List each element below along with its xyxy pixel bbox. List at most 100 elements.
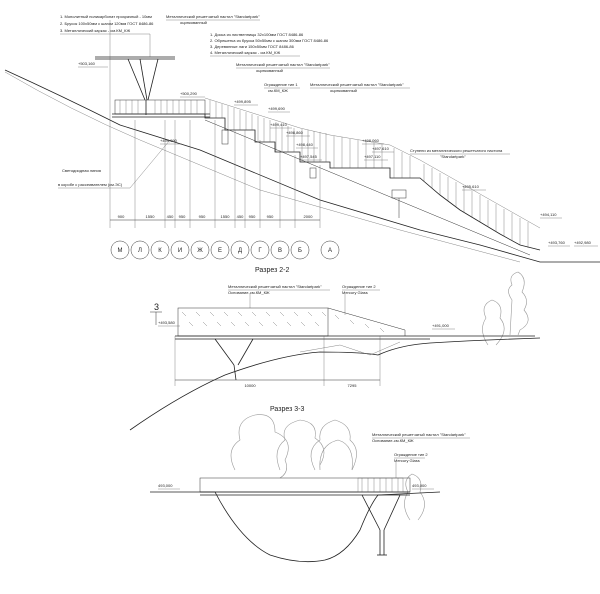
dim-6: 1550 bbox=[221, 214, 231, 219]
svg-text:2. Обрешетка из бруска 50х50мм: 2. Обрешетка из бруска 50х50мм с шагом 3… bbox=[210, 38, 329, 43]
elevation: +499,895 bbox=[234, 99, 252, 104]
axis-bubble: Г bbox=[250, 240, 270, 260]
axis-bubble: М bbox=[110, 240, 130, 260]
svg-text:Г: Г bbox=[258, 248, 262, 254]
svg-text:В: В bbox=[278, 248, 282, 254]
railing-note-top: Металлический решетчатый настил "Standar… bbox=[166, 14, 260, 19]
ground-line bbox=[4, 69, 600, 263]
svg-text:Mercury Glass: Mercury Glass bbox=[394, 458, 420, 463]
support-posts bbox=[221, 129, 407, 218]
fence-type2-note: Ограждение тип 2 bbox=[342, 284, 376, 289]
dim-1: 900 bbox=[118, 214, 125, 219]
svg-text:Основание-см.КМ_КЖ: Основание-см.КМ_КЖ bbox=[228, 290, 270, 295]
railing-note: Металлический решетчатый настил "Standar… bbox=[372, 432, 466, 437]
svg-text:см.КМ_КЖ: см.КМ_КЖ bbox=[268, 88, 288, 93]
pavilion-structure bbox=[95, 56, 175, 115]
svg-text:Mercury Glass: Mercury Glass bbox=[342, 290, 368, 295]
section-2-2: Разрез 2-2 3 bbox=[129, 267, 541, 431]
axis-bubble: А bbox=[320, 240, 340, 260]
elevation: +498,440 bbox=[296, 142, 314, 147]
axis-bubble: Л bbox=[130, 240, 150, 260]
terrain-line bbox=[214, 491, 441, 563]
dim-10: 2000 bbox=[304, 214, 314, 219]
railing-hatch bbox=[204, 97, 541, 248]
axis-bubble: Д bbox=[230, 240, 250, 260]
elevation: +503,160 bbox=[78, 61, 96, 66]
dim-5: 950 bbox=[199, 214, 206, 219]
svg-text:1. Доска из лиственницы 32х100: 1. Доска из лиственницы 32х100мм ГОСТ 84… bbox=[210, 32, 304, 37]
railing-note: Металлический решетчатый настил "Standar… bbox=[228, 284, 322, 289]
dim-4: 950 bbox=[179, 214, 186, 219]
elevation: +499,990 bbox=[160, 138, 178, 143]
svg-text:М: М bbox=[118, 248, 123, 254]
railing-note-right: Металлический решетчатый настил "Standar… bbox=[310, 82, 404, 87]
deck-notes: 1. Доска из лиственницы 32х100мм ГОСТ 84… bbox=[210, 32, 329, 57]
svg-text:Основание-см.КМ_КЖ: Основание-см.КМ_КЖ bbox=[372, 438, 414, 443]
axis-bubble: И bbox=[170, 240, 190, 260]
elevation: +499,410 bbox=[270, 122, 288, 127]
dim-bridge: 10000 bbox=[244, 383, 256, 388]
elevation: +491,000 bbox=[432, 323, 450, 328]
dim-9: 950 bbox=[267, 214, 274, 219]
axis-bubble: Е bbox=[210, 240, 230, 260]
grid-axes: М Л К И Ж Е Д Г В Б А bbox=[110, 240, 340, 260]
elevation: +497,545 bbox=[300, 154, 318, 159]
section-marker: 3 bbox=[154, 302, 159, 312]
elevation: +497,110 bbox=[364, 154, 381, 159]
elevation: +492,980 bbox=[574, 240, 592, 245]
svg-text:А: А bbox=[328, 248, 332, 254]
bridge-deck bbox=[199, 477, 411, 493]
lighting-note: Светодиодная линия bbox=[62, 168, 101, 173]
elevation: +500,290 bbox=[180, 91, 198, 96]
v-support bbox=[214, 338, 254, 381]
svg-text:Е: Е bbox=[218, 248, 222, 254]
railing-note-mid: Металлический решетчатый настил "Standar… bbox=[236, 62, 330, 67]
stair-profile bbox=[204, 114, 541, 251]
elevation: 493,000 bbox=[158, 483, 173, 488]
tree-outline bbox=[482, 271, 529, 346]
axis-bubble: К bbox=[150, 240, 170, 260]
elevation: +493,580 bbox=[158, 320, 176, 325]
elevation: +493,760 bbox=[548, 240, 566, 245]
background-trees bbox=[230, 414, 425, 521]
upper-deck bbox=[112, 99, 210, 118]
fence-type2-note: Ограждение тип 2 bbox=[394, 452, 428, 457]
dim-2: 1550 bbox=[146, 214, 156, 219]
svg-text:3. Деревянные лаги 150х50мм ГО: 3. Деревянные лаги 150х50мм ГОСТ 8486-86 bbox=[210, 44, 295, 49]
section-3-3: Разрез 3-3 bbox=[150, 406, 470, 563]
elevation: +494,110 bbox=[540, 212, 557, 217]
elevation: +495,610 bbox=[462, 184, 480, 189]
svg-text:Д: Д bbox=[238, 248, 242, 254]
svg-text:Л: Л bbox=[138, 248, 142, 254]
elevation-marks: +503,160 +500,290 +499,895 +499,690 +499… bbox=[78, 61, 598, 247]
svg-text:оцинкованный: оцинкованный bbox=[330, 88, 357, 93]
elevation: +498,060 bbox=[362, 138, 380, 143]
svg-text:Б: Б bbox=[298, 248, 302, 254]
svg-text:И: И bbox=[178, 248, 182, 254]
fence-type1-note: Ограждение тип 1 bbox=[264, 82, 298, 87]
dim-ramp: 7295 bbox=[348, 383, 358, 388]
elevation: +499,690 bbox=[268, 106, 286, 111]
section-3-title: Разрез 3-3 bbox=[270, 406, 304, 413]
stairs-note: Ступени из металлического решетчатого на… bbox=[410, 148, 503, 153]
dim-3: 450 bbox=[167, 214, 174, 219]
axis-bubble: В bbox=[270, 240, 290, 260]
svg-text:оцинкованный: оцинкованный bbox=[180, 20, 207, 25]
elevation: 493,000 bbox=[412, 483, 427, 488]
svg-text:"Standartpark": "Standartpark" bbox=[440, 154, 466, 159]
section-1-stair: 900 1550 450 950 950 1550 450 950 950 20… bbox=[4, 14, 600, 263]
section-2-title: Разрез 2-2 bbox=[255, 267, 289, 274]
svg-text:4. Металлический каркас - см.К: 4. Металлический каркас - см.КМ_КЖ bbox=[210, 50, 280, 55]
svg-text:1. Монолитный поликарбонат про: 1. Монолитный поликарбонат прозрачный - … bbox=[60, 14, 152, 19]
svg-text:Ж: Ж bbox=[197, 248, 203, 254]
elevation: +498,860 bbox=[286, 130, 304, 135]
svg-text:2. Брусок 100х50мм с шагом 120: 2. Брусок 100х50мм с шагом 120мм ГОСТ 84… bbox=[60, 21, 154, 26]
dim-8: 950 bbox=[249, 214, 256, 219]
dim-7: 450 bbox=[237, 214, 244, 219]
bridge-railing bbox=[177, 307, 329, 337]
axis-bubble: Ж bbox=[190, 240, 210, 260]
material-notes-top: 1. Монолитный поликарбонат прозрачный - … bbox=[60, 14, 154, 57]
svg-text:3. Металлический каркас - см.К: 3. Металлический каркас - см.КМ_КЖ bbox=[60, 28, 130, 33]
svg-text:оцинкованный: оцинкованный bbox=[256, 68, 283, 73]
